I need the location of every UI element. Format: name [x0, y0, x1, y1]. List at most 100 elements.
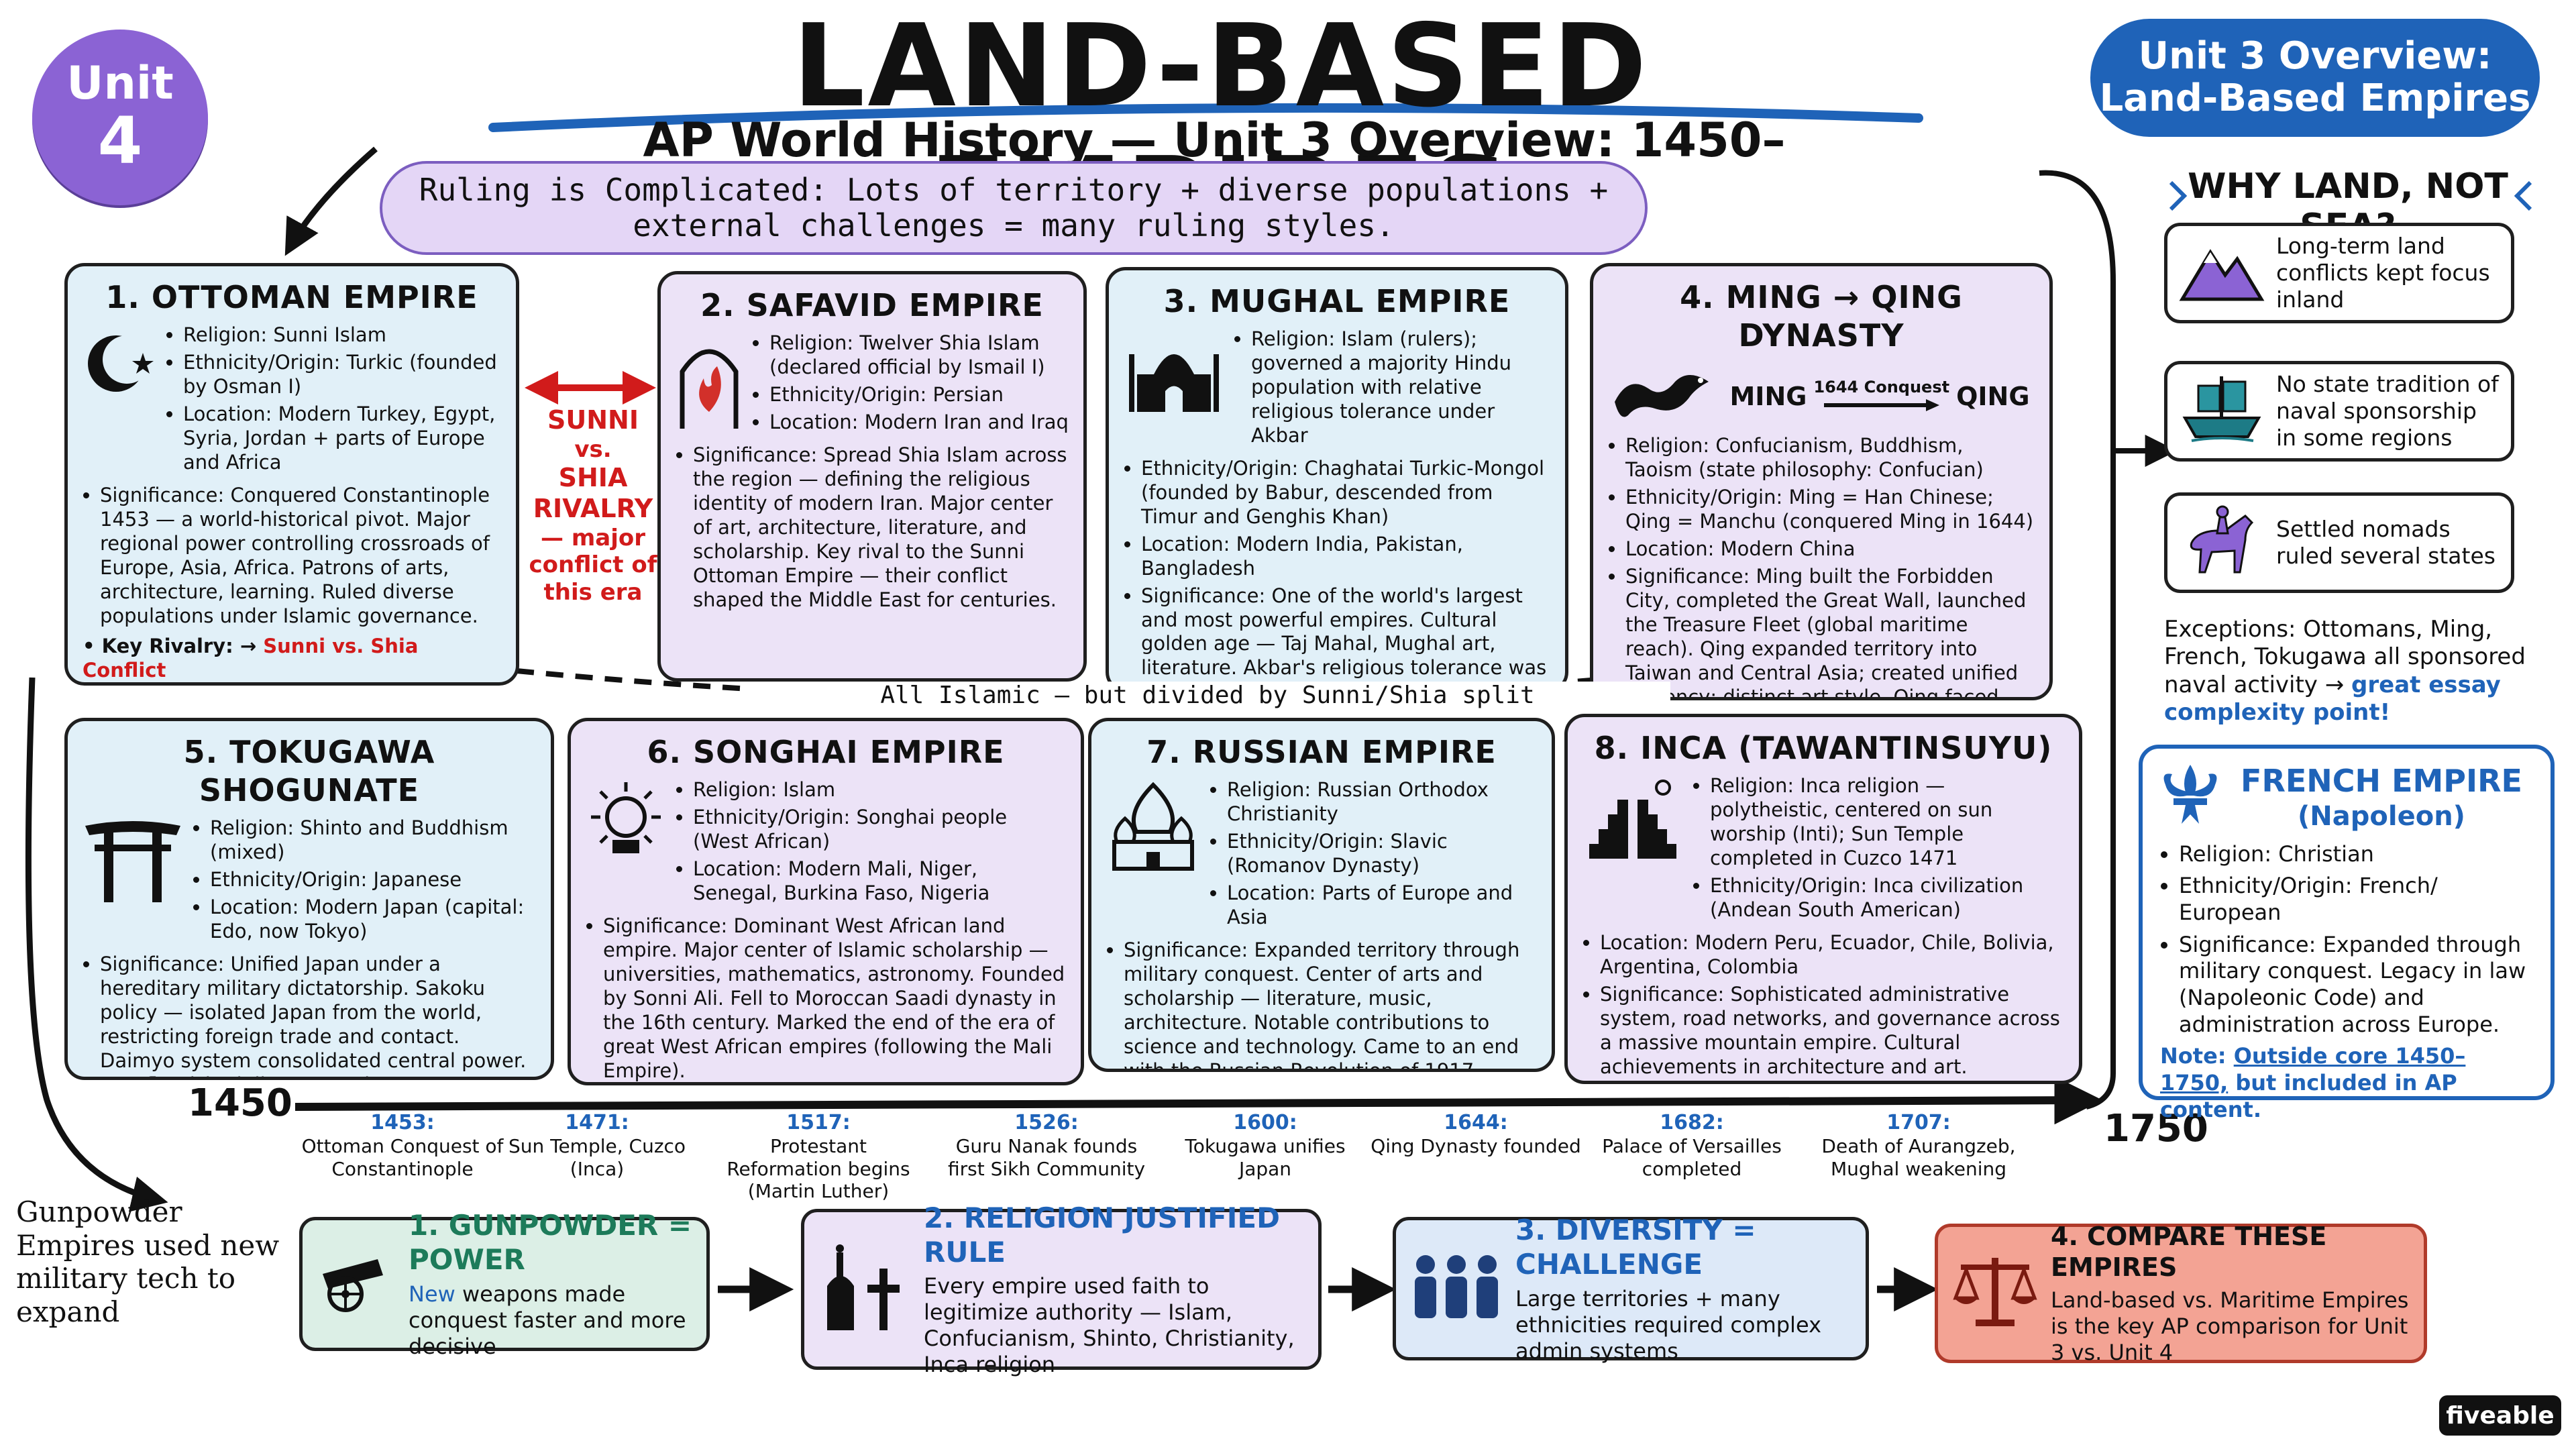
flame-arch-icon — [676, 331, 743, 438]
event-text: Sun Temple, Cuzco (Inca) — [508, 1135, 686, 1180]
french-note: Note: Outside core 1450–1750, but includ… — [2160, 1043, 2533, 1123]
event-text: Death of Aurangzeb, Mughal weakening — [1821, 1135, 2016, 1180]
unit-number: 4 — [97, 103, 143, 179]
event-year: 1453: — [370, 1111, 435, 1134]
crescent-star-icon — [83, 323, 156, 478]
exceptions-note: Exceptions: Ottomans, Ming, French, Toku… — [2164, 616, 2553, 727]
takeaway-title: 3. DIVERSITY = CHALLENGE — [1515, 1214, 1756, 1281]
takeaway-accent: New — [409, 1281, 455, 1307]
transition-to: QING — [1956, 381, 2030, 411]
ship-icon — [2178, 371, 2265, 451]
card-bullet: Ethnicity/Origin: Slavic (Romanov Dynast… — [1227, 830, 1537, 878]
card-safavid: 2. SAFAVID EMPIRE Religion: Twelver Shia… — [657, 271, 1087, 682]
takeaway-text: Every empire used faith to legitimize au… — [924, 1273, 1295, 1378]
takeaway-compare: 4. COMPARE THESE EMPIRES Land-based vs. … — [1935, 1222, 2427, 1365]
unit-label: Unit — [66, 56, 174, 110]
note-underlined: Outside core 1450–1750, — [2160, 1043, 2466, 1096]
timeline-event: 1471: Sun Temple, Cuzco (Inca) — [490, 1111, 704, 1180]
card-significance: Significance: Ming built the Forbidden C… — [1625, 565, 2035, 697]
card-significance: Significance: Unified Japan under a here… — [100, 953, 536, 1077]
card-ming-qing: 4. MING → QING DYNASTY MING 1644 Conques… — [1590, 263, 2053, 700]
islamic-note: All Islamic — but divided by Sunni/Shia … — [745, 682, 1670, 709]
card-significance: Significance: Dominant West African land… — [603, 914, 1066, 1082]
card-bullet: Religion: Russian Orthodox Christianity — [1227, 778, 1537, 826]
rivalry-note: — major conflict of this era — [529, 524, 657, 606]
card-bullet: Location: Modern India, Pakistan, Bangla… — [1141, 533, 1550, 581]
card-bullet: Ethnicity/Origin: French/ European — [2179, 873, 2533, 926]
card-bullet: Ethnicity/Origin: Japanese — [210, 868, 536, 892]
card-title: 8. INCA (TAWANTINSUYU) — [1594, 730, 2053, 766]
sunni-shia-rivalry-label: SUNNI vs. SHIA RIVALRY — major conflict … — [526, 405, 660, 606]
card-bullet: Location: Modern Mali, Niger, Senegal, B… — [693, 857, 1066, 906]
stepped-pyramid-icon — [1582, 774, 1683, 926]
takeaway-gunpowder: 1. GUNPOWDER = POWER New weapons made co… — [299, 1209, 710, 1359]
reason-box: No state tradition of naval sponsorship … — [2164, 361, 2514, 462]
event-year: 1517: — [786, 1111, 851, 1134]
rivalry-value: Sunni vs. Shia Conflict — [83, 635, 419, 682]
takeaway-text: Land-based vs. Maritime Empires is the k… — [2051, 1287, 2409, 1365]
card-bullet: Ethnicity/Origin: Chaghatai Turkic-Mongo… — [1141, 457, 1550, 529]
timeline-event: 1682: Palace of Versailles completed — [1585, 1111, 1799, 1180]
card-significance: Significance: Spread Shia Islam across t… — [693, 443, 1069, 612]
taj-mahal-icon — [1124, 327, 1224, 451]
card-significance: Significance: Sophisticated administrati… — [1600, 983, 2064, 1081]
french-subtitle: (Napoleon) — [2298, 800, 2465, 832]
event-text: Guru Nanak founds first Sikh Community — [947, 1135, 1146, 1180]
transition-from: MING — [1729, 381, 1807, 411]
card-bullet: Religion: Inca religion — polytheistic, … — [1710, 774, 2064, 871]
card-bullet: Religion: Islam (rulers); governed a maj… — [1251, 327, 1550, 448]
timeline-event: 1644: Qing Dynasty founded — [1368, 1111, 1583, 1158]
card-bullet: Location: Modern Peru, Ecuador, Chile, B… — [1600, 931, 2064, 979]
card-significance: Significance: Expanded territory through… — [1124, 938, 1537, 1069]
card-bullet: Location: Modern Japan (capital: Edo, no… — [210, 896, 536, 944]
card-french-empire: FRENCH EMPIRE (Napoleon) Religion: Chris… — [2139, 745, 2555, 1122]
reason-box: Settled nomads ruled several states — [2164, 492, 2514, 593]
timeline-event: 1707: Death of Aurangzeb, Mughal weakeni… — [1811, 1111, 2026, 1180]
rivalry-label: Key Rivalry: — [101, 635, 233, 658]
event-year: 1644: — [1444, 1111, 1508, 1134]
exceptions-text: Exceptions: Ottomans, Ming, French, Toku… — [2164, 616, 2526, 698]
fleur-de-lis-icon — [2160, 761, 2220, 835]
card-title: 7. RUSSIAN EMPIRE — [1146, 734, 1497, 770]
card-title: 1. OTTOMAN EMPIRE — [105, 279, 478, 315]
vs-word: vs. — [574, 435, 612, 463]
transition-label: 1644 Conquest — [1813, 378, 1950, 397]
takeaway-title: 4. COMPARE THESE EMPIRES — [2051, 1222, 2327, 1283]
card-bullet: Religion: Sunni Islam — [183, 323, 501, 347]
card-bullet: Location: Modern China — [1625, 537, 2035, 561]
card-bullet: Ethnicity/Origin: Turkic (founded by Osm… — [183, 351, 501, 399]
takeaway-religion: 2. RELIGION JUSTIFIED RULE Every empire … — [801, 1201, 1322, 1377]
dynasty-transition: MING 1644 Conquest QING — [1725, 378, 2035, 413]
shia-word: SHIA — [558, 463, 628, 493]
cannon-icon — [316, 1247, 396, 1320]
gunpowder-side-note: Gunpowder Empires used new military tech… — [16, 1195, 280, 1328]
card-bullet: Religion: Twelver Shia Islam (declared o… — [769, 331, 1069, 380]
event-text: Tokugawa unifies Japan — [1185, 1135, 1346, 1180]
key-rivalry: • Key Rivalry: → Sunni vs. Shia Conflict — [83, 635, 419, 682]
dragon-icon — [1608, 362, 1715, 429]
reason-box: Long-term land conflicts kept focus inla… — [2164, 223, 2514, 323]
card-bullet: Location: Parts of Europe and Asia — [1227, 881, 1537, 930]
card-bullet: Ethnicity/Origin: Inca civilization (And… — [1710, 874, 2064, 922]
timeline-start: 1450 — [188, 1081, 292, 1125]
event-text: Palace of Versailles completed — [1602, 1135, 1782, 1180]
fiveable-logo: fiveable — [2439, 1395, 2561, 1436]
card-bullet: Religion: Confucianism, Buddhism, Taoism… — [1625, 434, 2035, 482]
event-year: 1707: — [1886, 1111, 1951, 1134]
takeaway-text: New weapons made conquest faster and mor… — [409, 1281, 693, 1360]
takeaway-diversity: 3. DIVERSITY = CHALLENGE Large territori… — [1393, 1214, 1869, 1364]
unit-badge: Unit 4 — [32, 30, 208, 205]
timeline-event: 1453: Ottoman Conquest of Constantinople — [295, 1111, 510, 1180]
event-year: 1600: — [1233, 1111, 1297, 1134]
card-inca: 8. INCA (TAWANTINSUYU) Religion: Inca re… — [1564, 714, 2082, 1084]
takeaway-body: weapons made conquest faster and more de… — [409, 1281, 686, 1359]
event-text: Ottoman Conquest of Constantinople — [301, 1135, 504, 1180]
arrow-right-icon — [1823, 398, 1939, 411]
torii-gate-icon — [83, 816, 183, 947]
sun-mask-icon — [586, 778, 666, 909]
card-title: 5. TOKUGAWA SHOGUNATE — [183, 734, 435, 809]
card-bullet: Religion: Shinto and Buddhism (mixed) — [210, 816, 536, 865]
takeaway-title: 2. RELIGION JUSTIFIED RULE — [924, 1201, 1280, 1269]
onion-dome-icon — [1106, 778, 1200, 933]
card-significance: Significance: Conquered Constantinople 1… — [100, 484, 501, 629]
